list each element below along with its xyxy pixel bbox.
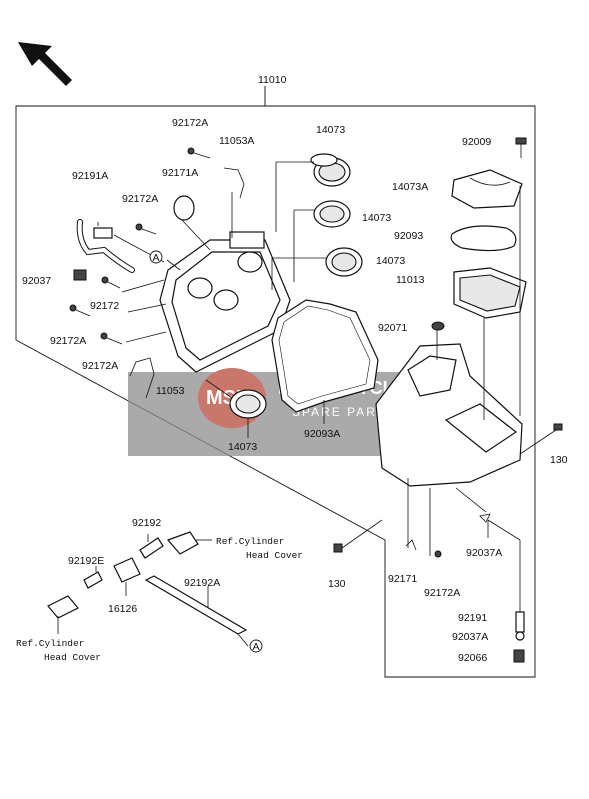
grommet-92071-icon: [431, 321, 445, 331]
bracket-11053-icon: [129, 357, 155, 399]
label-ref-head-cover-left-2: Head Cover: [44, 652, 101, 663]
ref-a-bottom-label: A: [253, 641, 260, 653]
label-gasket-element: 92093: [394, 230, 423, 242]
label-valve: 16126: [108, 603, 137, 615]
screw-92172-icon: [101, 276, 121, 289]
label-clip-92037A: 92037A: [452, 631, 488, 643]
label-hose-breather: 92191A: [72, 170, 108, 182]
label-gasket-housing: 92093A: [304, 428, 340, 440]
label-assembly: 11010: [258, 74, 287, 86]
air-filter-element: [453, 267, 527, 319]
label-duct-top: 14073: [316, 124, 345, 136]
hose-92192E-icon: [83, 571, 103, 589]
label-ref-head-cover-left-1: Ref.Cylinder: [16, 638, 84, 649]
label-screw-left-b: 92172A: [82, 360, 118, 372]
clip-92037-icon: [73, 269, 87, 281]
label-bolt-right: 130: [550, 454, 568, 466]
screw-92172A-right-icon: [434, 550, 442, 558]
watermark-subtitle: SPARE PARTS: [292, 405, 396, 419]
label-hose-92192A: 92192A: [184, 577, 220, 589]
part-labels: 11010 92172A 11053A 14073 92009 92171A 9…: [16, 74, 568, 664]
intake-duct-top: [310, 153, 351, 187]
label-duct-bottom: 14073: [228, 441, 257, 453]
bolt-130-right-icon: [519, 423, 563, 455]
label-hose-92192E: 92192E: [68, 555, 104, 567]
label-screw-left-a: 92172A: [50, 335, 86, 347]
intake-duct-mid: [313, 200, 351, 228]
label-bolt-bottom: 130: [328, 578, 346, 590]
clip-92037A-icon: [515, 631, 525, 641]
valve-16126-icon: [113, 557, 141, 583]
intake-duct-lower: [325, 247, 363, 277]
ref-a-top: A: [149, 250, 163, 264]
label-element: 11013: [396, 274, 425, 286]
label-clamp-large: 92171A: [162, 167, 198, 179]
clamp-92171-icon: [405, 539, 417, 551]
hose-92191-icon: [515, 611, 525, 633]
label-duct-lower: 14073: [376, 255, 405, 267]
clip-92037A-right-icon: [479, 513, 491, 523]
label-bracket-top: 11053A: [219, 135, 254, 147]
breather-hose-left: [76, 219, 135, 273]
assembly-frame: [15, 86, 536, 678]
front-direction-arrow-icon: [18, 42, 72, 86]
clamp-92171A-icon: [173, 195, 195, 221]
bolt-92009-icon: [515, 137, 527, 158]
label-cover-lid: 14073A: [392, 181, 428, 193]
element-gasket: [450, 225, 517, 252]
leader-lines: [57, 161, 521, 647]
label-screw-right: 92172A: [424, 587, 460, 599]
cylinder-head-fitting-right: [166, 531, 199, 555]
label-grommet: 92071: [378, 322, 407, 334]
label-hose-92192: 92192: [132, 517, 161, 529]
air-cleaner-upper-housing: [159, 231, 291, 373]
label-clamp-92171: 92171: [388, 573, 417, 585]
bracket-11053A-icon: [223, 167, 245, 199]
label-ref-head-cover-right-1: Ref.Cylinder: [216, 536, 284, 547]
label-hose-92191: 92191: [458, 612, 487, 624]
element-cover: [451, 169, 523, 209]
label-cap-92066: 92066: [458, 652, 487, 664]
label-clamp-screw-left: 92172A: [122, 193, 158, 205]
label-ref-head-cover-right-2: Head Cover: [246, 550, 303, 561]
bolt-130-bottom-icon: [333, 519, 383, 553]
label-clip-right: 92037A: [466, 547, 502, 559]
intake-duct-bottom: [229, 389, 267, 419]
screw-92172A-a-icon: [69, 304, 91, 317]
hose-92192A-long: [144, 575, 248, 635]
cap-92066-icon: [513, 649, 525, 663]
ref-a-bottom: A: [249, 639, 263, 653]
label-clamp-screw-top: 92172A: [172, 117, 208, 129]
cylinder-head-fitting-left: [47, 595, 79, 619]
label-bracket-lower: 11053: [156, 385, 185, 397]
hose-92192-icon: [139, 537, 164, 559]
ref-a-top-label: A: [153, 252, 160, 264]
label-screw-92172: 92172: [90, 300, 119, 312]
screw-92172A-b-icon: [100, 332, 123, 345]
label-bolt-cover: 92009: [462, 136, 491, 148]
screw-92172A-left-icon: [135, 223, 157, 235]
screw-92172A-top-icon: [187, 147, 211, 159]
housing-gasket: [271, 299, 379, 413]
air-cleaner-lower-housing: [375, 343, 523, 487]
label-duct-mid: 14073: [362, 212, 391, 224]
label-clip-left: 92037: [22, 275, 51, 287]
